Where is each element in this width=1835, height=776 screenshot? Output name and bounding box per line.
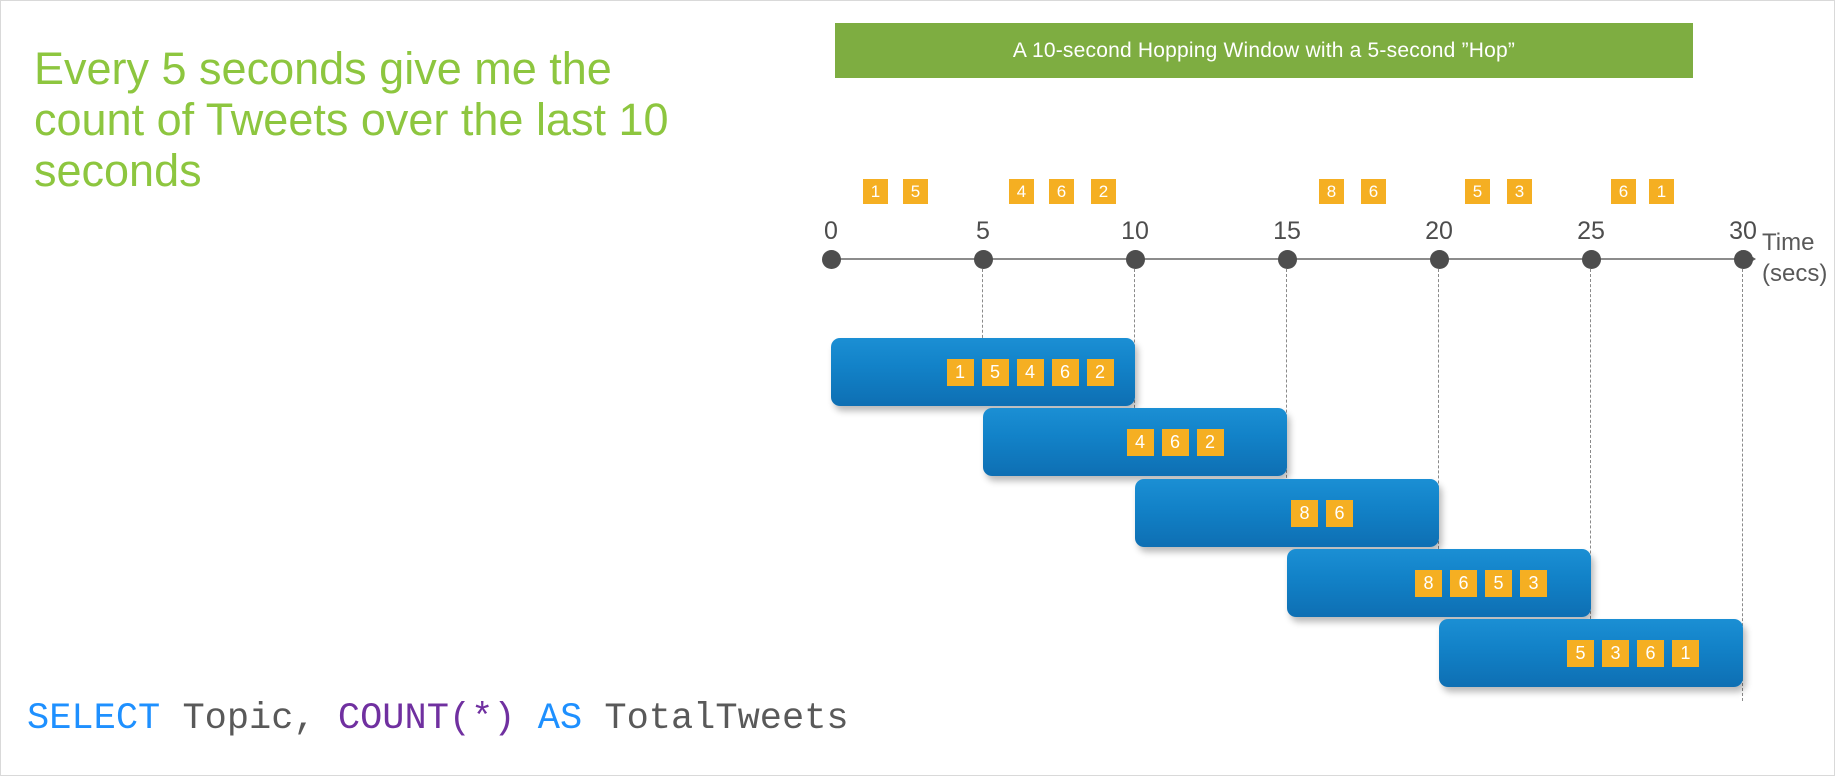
axis-tick-label-25: 25	[1577, 217, 1605, 245]
sql-token	[516, 698, 538, 740]
axis-drop-line-30	[1742, 269, 1743, 701]
window-bar-chip: 5	[1485, 569, 1512, 597]
window-bar-chip: 3	[1520, 569, 1547, 597]
hopping-window-banner: A 10-second Hopping Window with a 5-seco…	[835, 23, 1693, 78]
axis-tick-dot-0	[822, 250, 841, 269]
window-bar-chip: 6	[1326, 499, 1353, 527]
window-bar-chip: 3	[1602, 639, 1629, 667]
window-bar-chip: 6	[1450, 569, 1477, 597]
window-bar-chip: 4	[1016, 358, 1044, 386]
sql-token: Topic,	[160, 698, 338, 740]
window-bar-chip: 6	[1637, 639, 1664, 667]
window-bar-chip: 8	[1415, 569, 1442, 597]
event-chip: 4	[1009, 179, 1034, 204]
axis-drop-line-25	[1590, 269, 1591, 634]
sql-token: COUNT(*)	[337, 698, 516, 740]
window-bar-chip: 6	[1161, 428, 1189, 456]
axis-tick-label-20: 20	[1425, 217, 1453, 245]
event-chip: 2	[1091, 179, 1116, 204]
axis-tick-dot-5	[974, 250, 993, 269]
sql-token: SELECT	[27, 698, 161, 740]
axis-tick-dot-25	[1582, 250, 1601, 269]
axis-tick-dot-20	[1430, 250, 1449, 269]
axis-drop-line-20	[1438, 269, 1439, 564]
window-bar-chip: 4	[1126, 428, 1154, 456]
axis-drop-line-15	[1286, 269, 1287, 493]
axis-tick-label-5: 5	[976, 217, 990, 245]
axis-tick-dot-30	[1734, 250, 1753, 269]
axis-tick-dot-15	[1278, 250, 1297, 269]
event-chip: 6	[1361, 179, 1386, 204]
time-axis-label: Time (secs)	[1762, 227, 1827, 289]
sql-token: TotalTweets	[582, 698, 849, 740]
axis-drop-line-5	[982, 269, 983, 353]
event-chip: 6	[1611, 179, 1636, 204]
event-chip: 1	[1649, 179, 1674, 204]
axis-tick-label-0: 0	[824, 217, 838, 245]
window-bar-chip: 6	[1051, 358, 1079, 386]
window-bar-chip: 5	[981, 358, 1009, 386]
sql-query-block: SELECT Topic, COUNT(*) AS TotalTweets FR…	[27, 579, 1026, 775]
event-chip: 5	[1465, 179, 1490, 204]
axis-tick-label-15: 15	[1273, 217, 1301, 245]
window-bar-chip: 5	[1567, 639, 1594, 667]
axis-tick-label-10: 10	[1121, 217, 1149, 245]
event-chip: 8	[1319, 179, 1344, 204]
axis-tick-dot-10	[1126, 250, 1145, 269]
event-chip: 3	[1507, 179, 1532, 204]
sql-token: AS	[537, 698, 583, 740]
window-bar-chip: 8	[1291, 499, 1318, 527]
banner-label: A 10-second Hopping Window with a 5-seco…	[1012, 38, 1516, 62]
page-title: Every 5 seconds give me the count of Twe…	[34, 43, 682, 196]
window-bar-chip: 1	[946, 358, 974, 386]
event-chip: 1	[863, 179, 888, 204]
time-axis-label-line1: Time	[1762, 229, 1815, 256]
sql-line-1: SELECT Topic, COUNT(*) AS TotalTweets	[27, 691, 1026, 747]
event-chip: 5	[903, 179, 928, 204]
axis-tick-label-30: 30	[1729, 217, 1757, 245]
window-bar-chip: 2	[1086, 358, 1114, 386]
event-chip: 6	[1049, 179, 1074, 204]
window-bar-chip: 2	[1196, 428, 1224, 456]
window-bar-chip: 1	[1672, 639, 1699, 667]
time-axis-label-line2: (secs)	[1762, 260, 1828, 287]
